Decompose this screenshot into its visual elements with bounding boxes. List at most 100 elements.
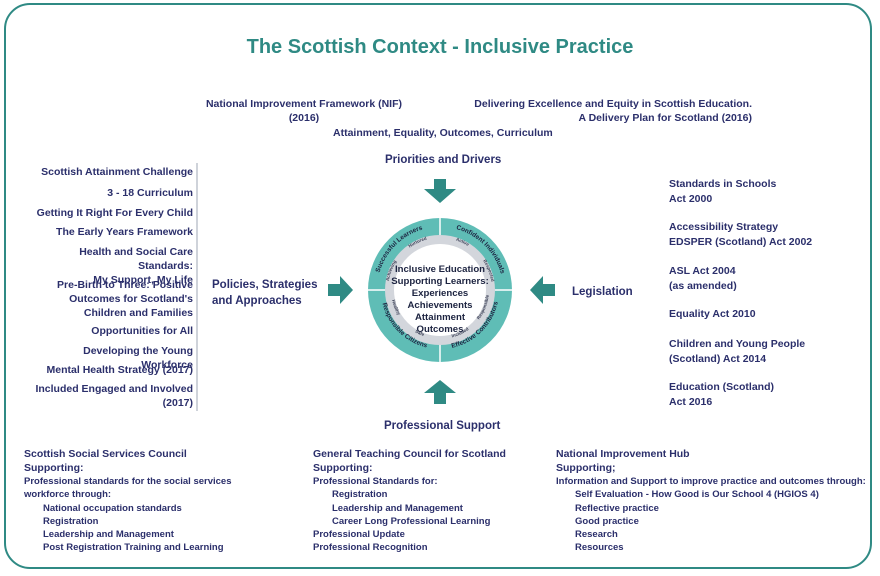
sssc-item: Leadership and Management <box>43 529 174 541</box>
arrow-left-icon <box>530 276 555 304</box>
arrow-right-icon <box>328 276 353 304</box>
right-list-text: Act 2000 <box>669 192 713 205</box>
left-list-item: Health and Social Care Standards: My Sup… <box>35 245 193 287</box>
left-list-item: Getting It Right For Every Child <box>35 206 193 220</box>
center-line-3: Experiences <box>412 288 469 299</box>
legislation-label: Legislation <box>572 286 633 298</box>
delivery-plan-line2: A Delivery Plan for Scotland (2016) <box>578 112 752 124</box>
sssc-item: Registration <box>43 515 99 527</box>
center-line-4: Achievements <box>407 300 472 311</box>
nih-block: National Improvement Hub Supporting; Inf… <box>556 448 866 555</box>
left-list-text: Included Engaged and Involved <box>35 383 193 395</box>
left-list-item: Developing the Young Workforce <box>35 344 193 372</box>
nif-line1: National Improvement Framework (NIF) <box>205 98 403 110</box>
page-title: The Scottish Context - Inclusive Practic… <box>246 36 634 58</box>
left-list-divider <box>196 163 198 411</box>
right-list-item: Equality Act 2010 <box>669 307 756 322</box>
gtcs-item: Career Long Professional Learning <box>332 515 491 527</box>
right-list-text: Children and Young People <box>669 338 806 350</box>
nif-line2: (2016) <box>288 112 320 124</box>
left-list-item: 3 - 18 Curriculum <box>35 186 193 200</box>
aeoc-label: Attainment, Equality, Outcomes, Curricul… <box>333 127 553 139</box>
svg-text:Active: Active <box>455 237 470 248</box>
policies-line2: and Approaches <box>212 295 302 307</box>
right-list-text: (as amended) <box>669 279 737 292</box>
left-list-text: Pre-Birth to Three: Positive <box>57 279 193 291</box>
left-list-text: My Support, My Life <box>93 274 193 286</box>
nih-item: Research <box>575 529 618 541</box>
ring-healthy: Healthy <box>391 299 402 316</box>
inclusive-education-wheel: Successful Learners Confident Individual… <box>368 218 512 362</box>
left-list-text: 3 - 18 Curriculum <box>107 187 193 199</box>
nih-intro: Information and Support to improve pract… <box>556 476 866 487</box>
sssc-intro: workforce through: <box>24 489 112 501</box>
gtcs-supporting: Supporting: <box>313 461 373 474</box>
right-list-text: Act 2016 <box>669 395 713 408</box>
nih-item: Self Evaluation - How Good is Our School… <box>575 489 819 501</box>
right-list-item: Education (Scotland) Act 2016 <box>669 380 774 409</box>
right-list-text: Accessibility Strategy <box>669 221 779 233</box>
gtcs-extra: Professional Update <box>313 529 405 541</box>
ring-active: Active <box>455 237 470 248</box>
svg-text:Healthy: Healthy <box>391 299 402 316</box>
left-list-item: Scottish Attainment Challenge <box>35 165 193 179</box>
sssc-supporting: Supporting: <box>24 461 84 474</box>
right-list-text: Standards in Schools <box>669 178 777 190</box>
nih-heading: National Improvement Hub <box>556 448 690 460</box>
right-list-text: (Scotland) Act 2014 <box>669 352 767 365</box>
left-list-item: Included Engaged and Involved (2017) <box>35 382 193 410</box>
left-list-text: The Early Years Framework <box>56 226 193 238</box>
sssc-item: Post Registration Training and Learning <box>43 542 224 554</box>
left-list-text: Outcomes for Scotland's <box>69 293 193 305</box>
sssc-item: National occupation standards <box>43 502 182 514</box>
left-list-text: (2017) <box>162 397 193 409</box>
left-list-text: Scottish Attainment Challenge <box>41 166 193 178</box>
arrow-up-icon <box>424 380 456 404</box>
nih-item: Reflective practice <box>575 502 659 514</box>
left-list-text: Getting It Right For Every Child <box>36 207 193 219</box>
gtcs-item: Registration <box>332 489 388 501</box>
diagram-frame <box>4 3 872 569</box>
left-list-text: Developing the Young Workforce <box>83 345 193 371</box>
professional-support-label: Professional Support <box>384 420 501 432</box>
center-line-2: Supporting Learners: <box>391 276 489 287</box>
left-list-item: The Early Years Framework <box>35 225 193 239</box>
sssc-heading: Scottish Social Services Council <box>24 448 187 460</box>
right-list-item: Children and Young People (Scotland) Act… <box>669 337 805 366</box>
right-list-text: EDSPER (Scotland) Act 2002 <box>669 235 813 248</box>
right-list-text: ASL Act 2004 <box>669 265 736 277</box>
nih-supporting: Supporting; <box>556 461 616 474</box>
center-line-5: Attainment <box>415 312 466 323</box>
delivery-plan-label: Delivering Excellence and Equity in Scot… <box>470 97 752 125</box>
sssc-block: Scottish Social Services Council Support… <box>24 448 232 555</box>
gtcs-heading: General Teaching Council for Scotland <box>313 448 506 460</box>
center-line-1: Inclusive Education <box>395 264 485 275</box>
gtcs-block: General Teaching Council for Scotland Su… <box>313 448 506 555</box>
delivery-plan-line1: Delivering Excellence and Equity in Scot… <box>474 98 752 110</box>
policies-label: Policies, Strategies and Approaches <box>212 277 317 309</box>
gtcs-intro: Professional Standards for: <box>313 476 438 487</box>
center-line-6: Outcomes <box>417 324 464 335</box>
priorities-label: Priorities and Drivers <box>385 154 502 166</box>
ring-safe: Safe <box>414 329 425 338</box>
nih-item: Resources <box>575 542 624 554</box>
left-list-text: Opportunities for All <box>91 325 193 337</box>
right-list-text: Education (Scotland) <box>669 381 774 393</box>
sssc-intro: Professional standards for the social se… <box>24 476 232 487</box>
left-list-item: Opportunities for All <box>35 324 193 338</box>
right-list-item: Standards in Schools Act 2000 <box>669 177 776 206</box>
left-list-item: Mental Health Strategy (2017) <box>35 363 193 377</box>
svg-text:Safe: Safe <box>414 329 425 338</box>
policies-line1: Policies, Strategies <box>212 279 318 291</box>
right-list-item: Accessibility Strategy EDSPER (Scotland)… <box>669 220 812 249</box>
wheel-center <box>394 244 486 336</box>
right-list-item: ASL Act 2004 (as amended) <box>669 264 737 293</box>
right-list-text: Equality Act 2010 <box>669 308 756 320</box>
left-list-text: Mental Health Strategy (2017) <box>46 364 193 376</box>
gtcs-item: Leadership and Management <box>332 502 463 514</box>
left-list-text: Health and Social Care Standards: <box>79 246 193 272</box>
left-list-text: Children and Families <box>83 307 193 319</box>
nih-item: Good practice <box>575 515 639 527</box>
arrow-down-icon <box>424 179 456 203</box>
